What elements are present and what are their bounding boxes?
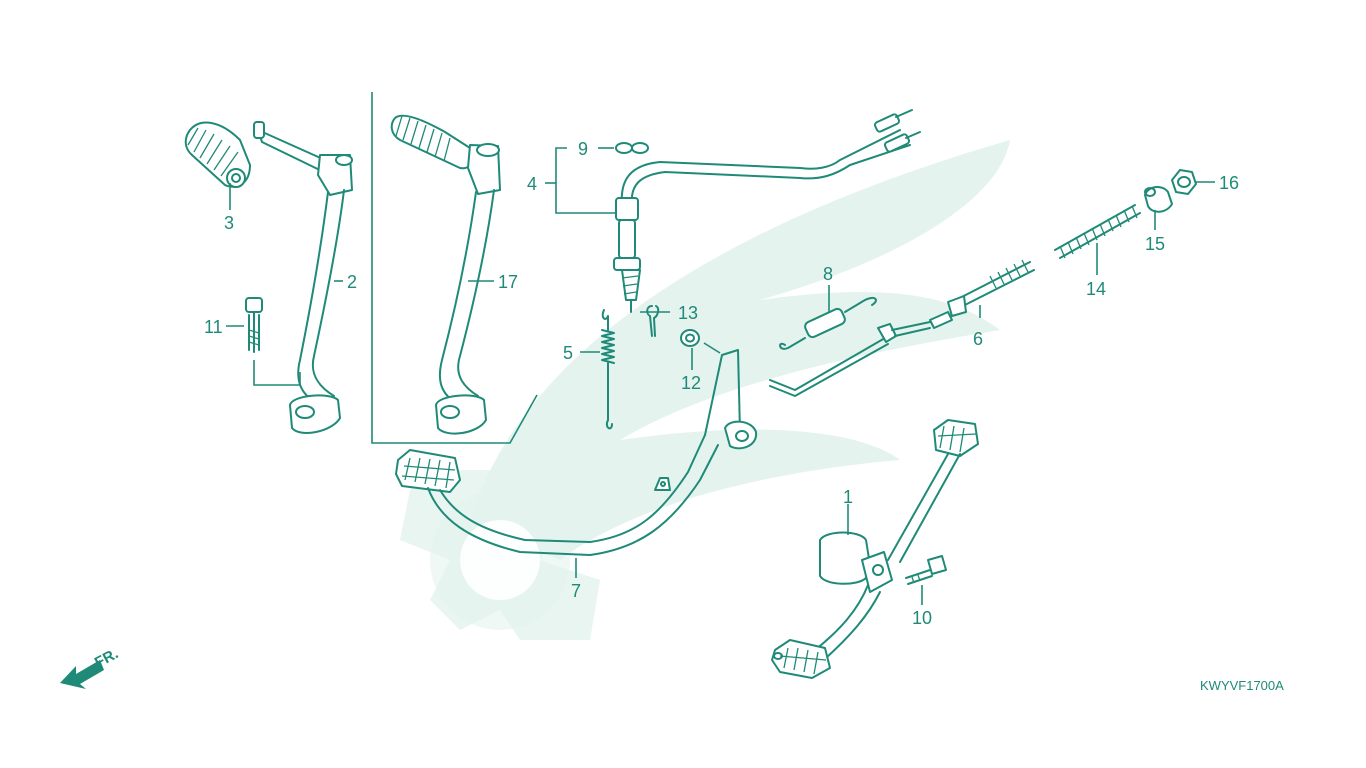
brake-spring-8 (779, 296, 877, 350)
front-direction-arrow: FR. (60, 645, 121, 689)
brake-rod-spring-14 (1054, 204, 1141, 259)
callout-7: 7 (571, 581, 581, 601)
callout-8: 8 (823, 264, 833, 284)
kick-grip-rubber (184, 121, 251, 188)
callout-1: 1 (843, 487, 853, 507)
brake-pedal (395, 349, 758, 556)
callout-13: 13 (678, 303, 698, 323)
callout-10: 10 (912, 608, 932, 628)
callout-12: 12 (681, 373, 701, 393)
brake-arm-joint-15 (1144, 186, 1173, 213)
stop-switch-spring (601, 309, 615, 430)
bolt-11 (245, 297, 263, 353)
callout-2: 2 (347, 272, 357, 292)
cotter-pin-13 (646, 305, 660, 337)
stop-switch-cable (613, 109, 921, 313)
watermark-logo (400, 140, 1010, 640)
callout-17: 17 (498, 272, 518, 292)
callout-11: 11 (204, 317, 223, 337)
washer-12 (680, 329, 700, 347)
callout-16: 16 (1219, 173, 1239, 193)
drawing-code: KWYVF1700A (1200, 678, 1284, 693)
callout-5: 5 (563, 343, 573, 363)
main-stand (771, 419, 979, 679)
bolt-10 (905, 555, 947, 585)
kit-frame-17 (371, 92, 538, 444)
callout-3: 3 (224, 213, 234, 233)
kick-starter-arm-assembly (390, 114, 501, 435)
callout-9: 9 (578, 139, 588, 159)
adjusting-nut-16 (1171, 169, 1197, 195)
callout-15: 15 (1145, 234, 1165, 254)
callout-6: 6 (973, 329, 983, 349)
callout-14: 14 (1086, 279, 1106, 299)
brake-rod (769, 259, 1035, 397)
callout-4: 4 (527, 174, 537, 194)
kick-starter-arm (253, 121, 353, 434)
cable-clip-9 (615, 142, 649, 154)
